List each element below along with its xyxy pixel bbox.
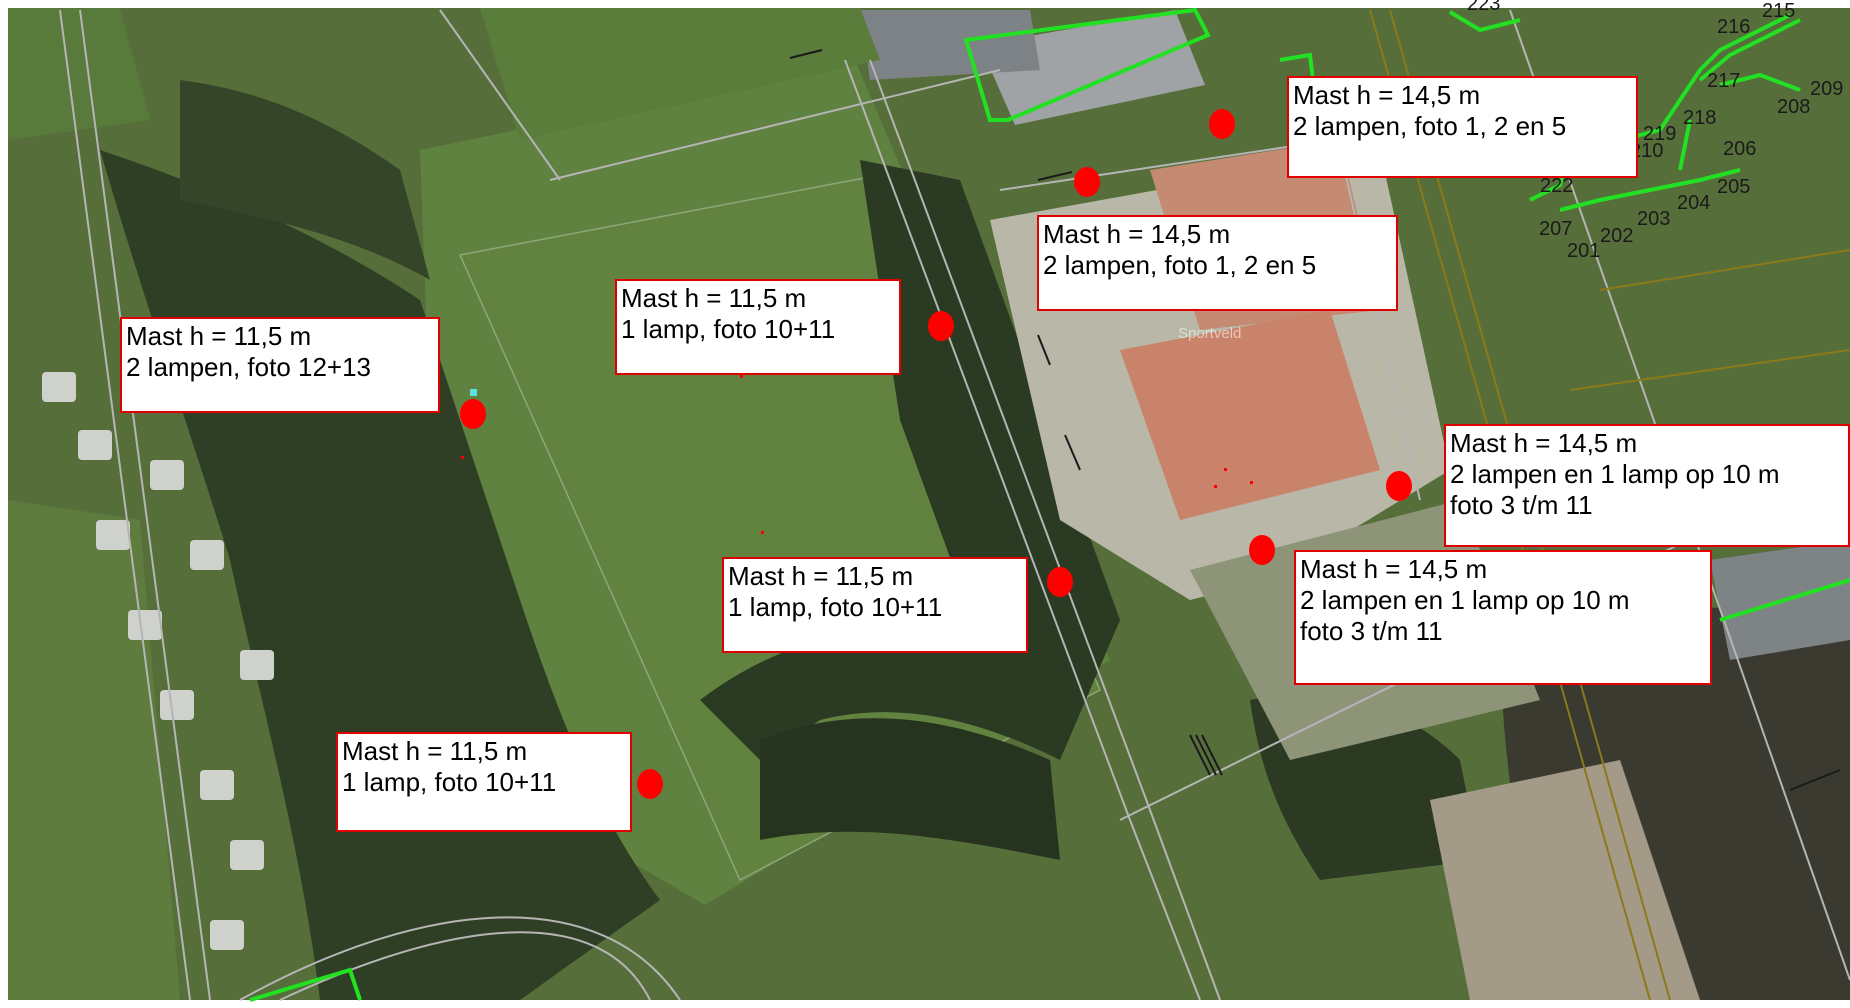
parcel-number: 207 xyxy=(1539,218,1573,240)
mast-callout: Mast h = 11,5 m 1 lamp, foto 10+11 xyxy=(336,732,632,832)
parcel-number: 222 xyxy=(1540,175,1574,197)
parcel-number: 201 xyxy=(1567,240,1601,262)
parcel-number: 217 xyxy=(1707,70,1741,92)
hut-row xyxy=(42,372,274,950)
parcel-number: 210 xyxy=(1630,140,1664,162)
callout-line: foto 3 t/m 11 xyxy=(1450,490,1593,520)
callout-line: 2 lampen, foto 12+13 xyxy=(126,352,372,382)
mast-callout: Mast h = 14,5 m 2 lampen en 1 lamp op 10… xyxy=(1444,424,1850,547)
cyan-marker xyxy=(470,389,477,396)
callout-line: 1 lamp, foto 10+11 xyxy=(728,592,943,622)
callout-line: Mast h = 11,5 m xyxy=(728,561,914,591)
mast-callout: Mast h = 11,5 m 2 lampen, foto 12+13 xyxy=(120,317,440,413)
mast-callout: Mast h = 11,5 m 1 lamp, foto 10+11 xyxy=(615,279,901,375)
tree-belt-north xyxy=(180,80,430,280)
parcel-number: 219 xyxy=(1643,123,1677,145)
callout-line: 2 lampen en 1 lamp op 10 m xyxy=(1450,459,1780,489)
mast-callout: Mast h = 11,5 m 1 lamp, foto 10+11 xyxy=(722,557,1028,653)
mast-marker[interactable] xyxy=(460,399,486,429)
callout-line: 2 lampen, foto 1, 2 en 5 xyxy=(1293,111,1567,141)
grass-northwest xyxy=(8,8,150,140)
parcel-number: 202 xyxy=(1600,225,1634,247)
parcel-number: 203 xyxy=(1637,208,1671,230)
parcel-number: 204 xyxy=(1677,192,1711,214)
field-label: Sportveld xyxy=(1178,325,1242,342)
parcel-number: 218 xyxy=(1683,107,1717,129)
callout-line: 2 lampen en 1 lamp op 10 m xyxy=(1300,585,1630,615)
callout-line: Mast h = 11,5 m xyxy=(342,736,528,766)
callout-line: 2 lampen, foto 1, 2 en 5 xyxy=(1043,250,1317,280)
callout-line: foto 3 t/m 11 xyxy=(1300,616,1443,646)
mast-callout: Mast h = 14,5 m 2 lampen, foto 1, 2 en 5 xyxy=(1037,215,1398,311)
callout-line: Mast h = 11,5 m xyxy=(126,321,312,351)
parcel-number: 223 xyxy=(1467,0,1501,15)
parcel-number: 206 xyxy=(1723,138,1757,160)
parcel-number: 216 xyxy=(1717,16,1751,38)
callout-line: 1 lamp, foto 10+11 xyxy=(342,767,557,797)
mast-marker[interactable] xyxy=(637,769,663,799)
callout-line: Mast h = 14,5 m xyxy=(1450,428,1638,458)
mast-callout: Mast h = 14,5 m 2 lampen en 1 lamp op 10… xyxy=(1294,550,1712,685)
clay-court-2 xyxy=(1120,310,1380,520)
mast-marker[interactable] xyxy=(1047,567,1073,597)
building-north xyxy=(860,10,1040,80)
mast-marker[interactable] xyxy=(1074,167,1100,197)
mast-callout: Mast h = 14,5 m 2 lampen, foto 1, 2 en 5 xyxy=(1287,76,1638,178)
callout-line: Mast h = 11,5 m xyxy=(621,283,807,313)
mast-marker[interactable] xyxy=(928,311,954,341)
clubhouse-roof xyxy=(980,10,1205,125)
callout-line: Mast h = 14,5 m xyxy=(1293,80,1481,110)
fence-marks xyxy=(789,49,1841,791)
tree-cluster-south xyxy=(760,718,1060,860)
mast-marker[interactable] xyxy=(1249,535,1275,565)
callout-line: Mast h = 14,5 m xyxy=(1300,554,1488,584)
callout-line: Mast h = 14,5 m xyxy=(1043,219,1231,249)
mast-marker[interactable] xyxy=(1209,109,1235,139)
grass-north xyxy=(480,8,880,140)
parcel-number: 209 xyxy=(1810,78,1844,100)
mast-marker[interactable] xyxy=(1386,471,1412,501)
parcel-number: 215 xyxy=(1762,0,1796,22)
parcel-number: 205 xyxy=(1717,176,1751,198)
callout-line: 1 lamp, foto 10+11 xyxy=(621,314,836,344)
parcel-number: 208 xyxy=(1777,96,1811,118)
